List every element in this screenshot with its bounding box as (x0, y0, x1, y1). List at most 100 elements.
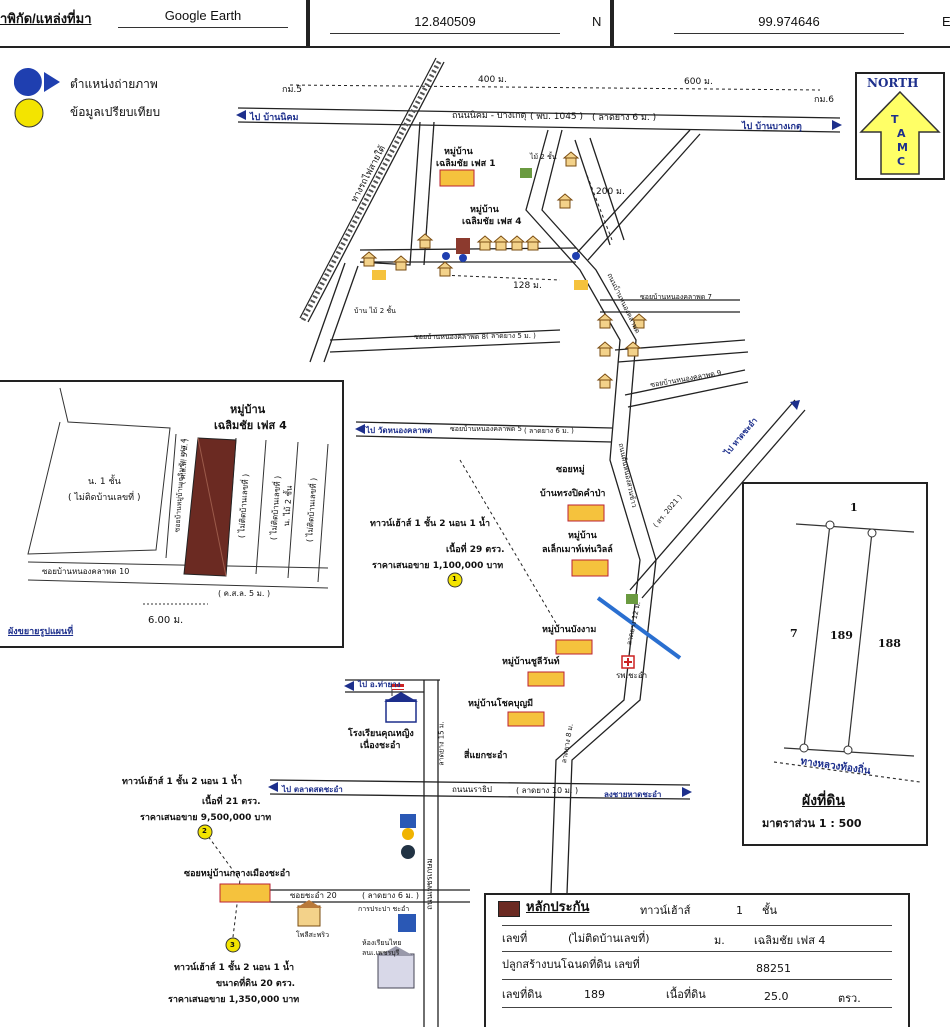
comp3-number: 3 (230, 941, 235, 949)
comp1-title: ทาวน์เฮ้าส์ 1 ชั้น 2 นอน 1 น้ำ (370, 519, 491, 529)
soi-cha-am-20-label: ซอยชะอำ 20 (290, 891, 337, 900)
north-letter-m: M (897, 141, 908, 154)
km6-label: กม.6 (814, 95, 834, 105)
paved-6b-label: ( ลาดยาง 6 ม. ) (362, 891, 419, 900)
collateral-type: ทาวน์เฮ้าส์ (640, 904, 691, 917)
latitude-value: 12.840509 (330, 14, 560, 34)
comp2-price: ราคาเสนอขาย 9,500,000 บาท (140, 813, 272, 823)
km5-label: กม.5 (282, 85, 302, 95)
header-source-box: ำพิกัด/แหล่งที่มา Google Earth (0, 0, 308, 48)
dist-128: 128 ม. (513, 281, 542, 291)
inset-bottom-road-2: ( ค.ส.ล. 5 ม. ) (218, 589, 271, 598)
wood-house-label: ไม้ 2 ชั้น (530, 153, 557, 161)
wood-house-label-2: บ้าน ไม้ 2 ชั้น (354, 307, 396, 315)
latitude-dir: N (592, 14, 602, 29)
north-letter-t: T (891, 113, 899, 126)
collateral-floors: 1 (736, 904, 743, 917)
collateral-built-on: ปลูกสร้างบนโฉนดที่ดิน เลขที่ (502, 958, 640, 971)
to-ban-nikhom-label: ไป บ้านนิคม (250, 113, 299, 123)
main-road-code: ( พบ. 1045 ) (530, 112, 584, 122)
collateral-area-unit: ตรว. (838, 992, 861, 1005)
collateral-land-no: 189 (584, 988, 605, 1001)
comp1-number: 1 (452, 575, 457, 583)
dist-600: 600 ม. (684, 77, 713, 87)
village-chuwan-label: หมู่บ้านชูลีวันท์ (502, 657, 560, 667)
source-value: Google Earth (118, 8, 288, 28)
to-tha-yang-label: ไป อ.ท่ายาง (358, 680, 401, 689)
longitude-value: 99.974646 (674, 14, 904, 34)
water-office-label: การประปา ชะอำ (358, 905, 410, 913)
land-plot-top: 1 (850, 501, 858, 514)
inset-width: 6.00 ม. (148, 615, 184, 626)
village-leck-label: ลเล็กเมาท์เท่นวิลล์ (542, 545, 613, 555)
comp3-price: ราคาเสนอขาย 1,350,000 บาท (168, 995, 300, 1005)
north-arrow-icon (859, 90, 941, 175)
inset-left-plot-b: ( ไม่ติดบ้านเลขที่ ) (68, 493, 141, 503)
comp3-area: ขนาดที่ดิน 20 ตรว. (216, 979, 296, 989)
form-line-2 (502, 951, 892, 952)
land-scale: มาตราส่วน 1 : 500 (762, 817, 862, 830)
hospital-label: รพ.ชะอำ (616, 671, 648, 680)
land-plan-box: 1 7 189 188 ทางหลวงท้องถิ่น ผังที่ดิน มา… (742, 482, 928, 846)
inset-left-plot-a: น. 1 ชั้น (88, 477, 121, 487)
collateral-title: หลักประกัน (526, 900, 590, 915)
collateral-form: หลักประกัน ทาวน์เฮ้าส์ 1 ชั้น เลขที่ (ไม… (484, 893, 910, 1027)
ban-thung-label: บ้านทรงปิดคำป่า (540, 489, 606, 499)
village-a-label: หมู่บ้าน (568, 531, 597, 541)
village-1-label-b: เฉลิมชัย เฟส 1 (436, 159, 496, 169)
collateral-no-label: เลขที่ (502, 932, 528, 945)
to-ban-bang-ket-label: ไป บ้านบางเกตุ (742, 122, 802, 132)
collateral-deed-no: 88251 (756, 962, 791, 975)
road-nong-khla-7: ซอยบ้านหนองคลาพด 7 (640, 293, 712, 301)
collateral-no-value: (ไม่ติดบ้านเลขที่) (568, 932, 650, 945)
land-caption: ผังที่ดิน (802, 793, 845, 809)
comp2-title: ทาวน์เฮ้าส์ 1 ชั้น 2 นอน 1 น้ำ (122, 777, 243, 787)
collateral-village: เฉลิมชัย เฟส 4 (754, 934, 826, 947)
collateral-area-value: 25.0 (764, 990, 789, 1003)
land-plot-left: 7 (790, 627, 798, 640)
north-letter-c: C (897, 155, 906, 168)
inset-bottom-road: ซอยบ้านหนองคลาพด 10 (42, 567, 130, 576)
form-line-4 (502, 1007, 892, 1008)
comp2-area: เนื้อที่ 21 ตรว. (202, 797, 261, 807)
form-line-3 (502, 979, 892, 980)
land-plan-drawing (773, 520, 921, 783)
comp2-number: 2 (202, 827, 207, 835)
to-beach-label: ลงชายหาดชะอำ (604, 790, 662, 799)
village-1-label-a: หมู่บ้าน (444, 147, 473, 157)
land-plot-center: 189 (830, 629, 853, 642)
to-wat-nong-khla-label: ไป วัดหนองคลาพด (366, 426, 433, 435)
phetkasem-road-label: ถนนเพชรเกษม (424, 858, 434, 910)
road-narathip-label: ถนนนราธิป (452, 785, 492, 794)
collateral-area-label: เนื้อที่ดิน (666, 988, 706, 1001)
main-road-label: ถนนนิคม - บางเกตุ (452, 111, 527, 121)
north-letter-a: A (897, 127, 906, 140)
inset-title-a: หมู่บ้าน (230, 403, 266, 416)
dist-200: 200 ม. (596, 187, 625, 197)
main-road-surface: ( ลาดยาง 6 ม. ) (592, 113, 657, 123)
school-label-a: โรงเรียนคุณหญิง (348, 729, 414, 739)
soi-village-center-label: ซอยหมู่บ้านกลางเมืองชะอำ (184, 869, 291, 879)
legend-comparison: ข้อมูลเปรียบเทียบ (70, 105, 161, 119)
comp1-price: ราคาเสนอขาย 1,100,000 บาท (372, 561, 504, 571)
longitude-dir: E (942, 14, 950, 29)
north-label: NORTH (867, 76, 919, 90)
collateral-land-no-label: เลขที่ดิน (502, 988, 542, 1001)
form-line-1 (502, 925, 892, 926)
collateral-floors-unit: ชั้น (762, 904, 777, 917)
road-paved-5-upper: ( ลาดยาง 5 ม. ) (486, 332, 536, 340)
soi-moo-ban-label: ซอยหมู่ (556, 465, 585, 475)
police-label: โพลีสะพริว (296, 931, 330, 939)
paved-15-label: ลาดยาง 15 ม. (437, 721, 446, 766)
dist-400: 400 ม. (478, 75, 507, 85)
inset-caption: ผังขยายรูปแผนที่ (8, 627, 74, 637)
road-narathip-surface: ( ลาดยาง 10 ม. ) (516, 786, 579, 795)
comp1-area: เนื้อที่ 29 ตรว. (446, 545, 505, 555)
village-4-label-a: หมู่บ้าน (470, 205, 499, 215)
legend-photo-position: ตำแหน่งถ่ายภาพ (70, 77, 158, 91)
road-paved-6: ( ลาดยาง 6 ม. ) (524, 427, 574, 435)
inset-plan-box: หมู่บ้าน เฉลิมชัย เฟส 4 น. 1 ชั้น ( ไม่ต… (0, 380, 344, 648)
district-office-label-b: ลนเ.เพชรบุรี (362, 949, 400, 957)
village-wang-ngam-label: หมู่บ้านบังงาม (542, 625, 597, 635)
north-arrow-box: NORTH T A M C (855, 72, 945, 180)
